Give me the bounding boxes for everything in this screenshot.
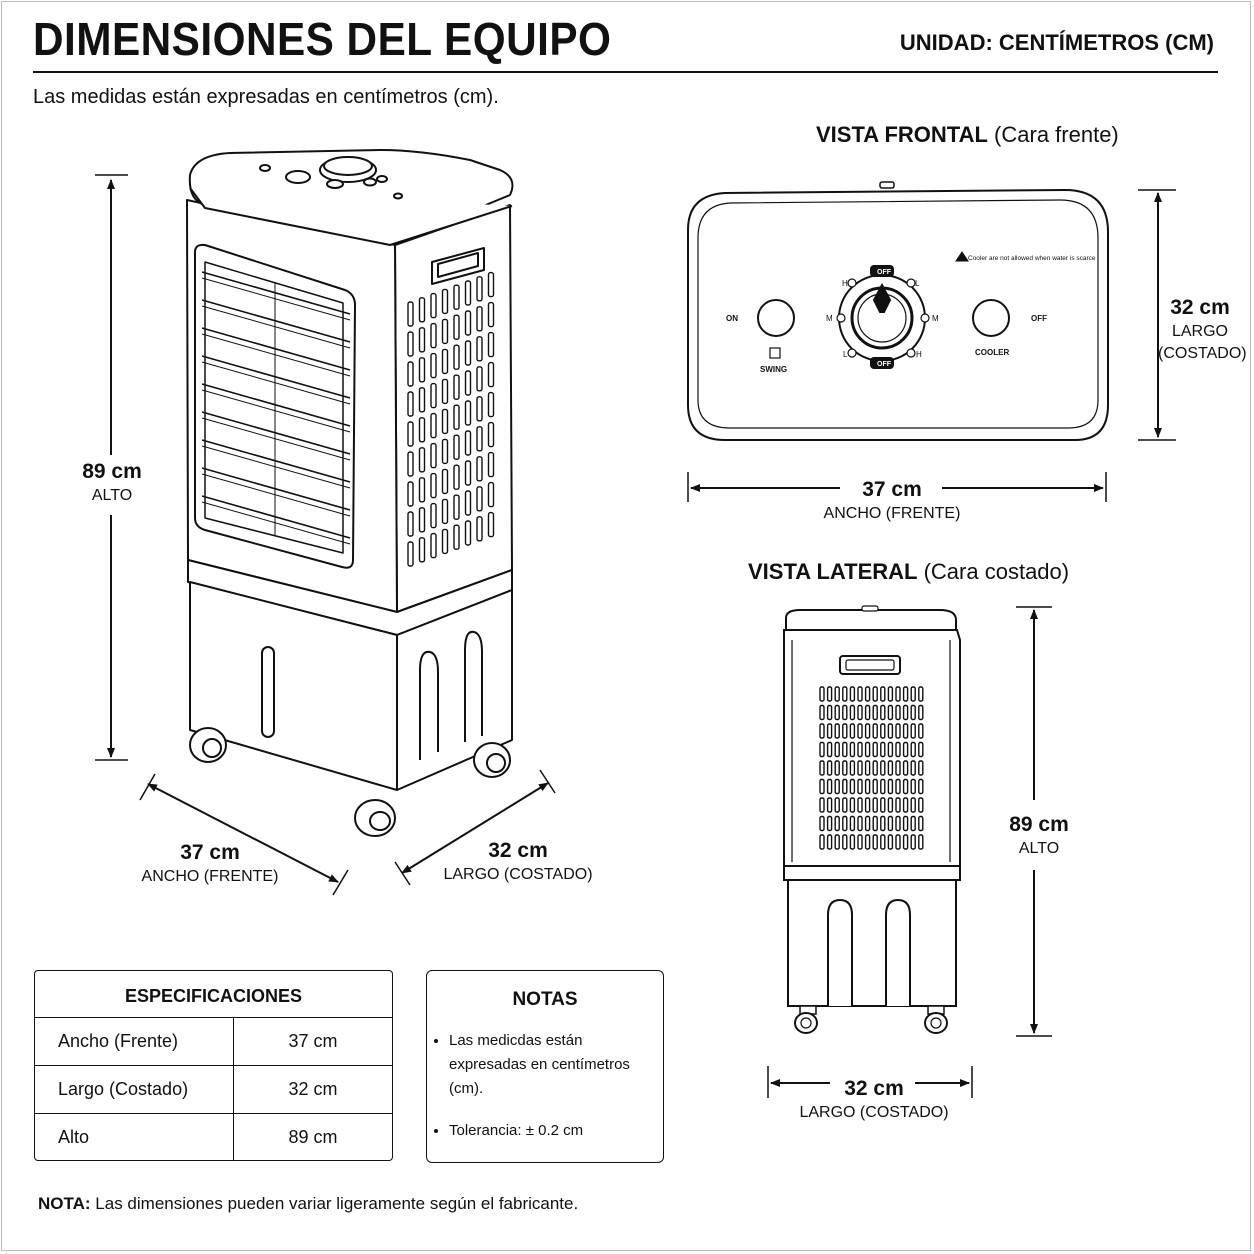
side-view-dimension-lines bbox=[767, 606, 1052, 1098]
side-view-title-rest: (Cara costado) bbox=[923, 559, 1070, 584]
page-title: DIMENSIONES DEL EQUIPO bbox=[33, 13, 612, 65]
table-row: Alto 89 cm bbox=[35, 1114, 392, 1161]
dial-h-top: H bbox=[842, 279, 848, 288]
front-view-panel-labels: OFF OFF H L M M L H ON OFF SWING COOLER … bbox=[726, 255, 1096, 374]
specifications-table: ESPECIFICACIONES Ancho (Frente) 37 cm La… bbox=[34, 970, 393, 1161]
title-divider bbox=[33, 71, 1218, 73]
front-height-dimension: 32 cm LARGO (COSTADO) bbox=[1158, 296, 1247, 363]
iso-dimension-lines bbox=[95, 174, 556, 896]
side-width-label: LARGO (COSTADO) bbox=[799, 1104, 949, 1121]
iso-width-label: ANCHO (FRENTE) bbox=[141, 868, 279, 885]
front-width-value: 37 cm bbox=[862, 478, 922, 501]
front-view-panel bbox=[687, 181, 1109, 441]
list-item: Las medicdas están expresadas en centíme… bbox=[449, 1029, 653, 1101]
table-row: Ancho (Frente) 37 cm bbox=[35, 1018, 392, 1066]
dial-off-bottom: OFF bbox=[877, 361, 892, 368]
spec-label: Alto bbox=[35, 1114, 234, 1161]
notes-title: NOTAS bbox=[512, 989, 578, 1010]
front-height-label-2: (COSTADO) bbox=[1158, 345, 1247, 362]
front-height-value: 32 cm bbox=[1170, 296, 1230, 319]
table-row: Largo (Costado) 32 cm bbox=[35, 1066, 392, 1114]
iso-depth-label: LARGO (COSTADO) bbox=[443, 866, 593, 883]
front-width-label: ANCHO (FRENTE) bbox=[823, 505, 961, 522]
footnote: NOTA: Las dimensiones pueden variar lige… bbox=[38, 1194, 578, 1214]
iso-depth-value: 32 cm bbox=[488, 839, 548, 862]
front-width-dimension: 37 cm ANCHO (FRENTE) bbox=[812, 478, 972, 523]
panel-warning: Cooler are not allowed when water is sca… bbox=[968, 255, 1096, 262]
front-view-title-rest: (Cara frente) bbox=[994, 122, 1119, 147]
iso-width-value: 37 cm bbox=[180, 841, 240, 864]
cooler-isometric-drawing bbox=[186, 149, 514, 837]
side-view-drawing bbox=[783, 605, 961, 1034]
dial-l-top: L bbox=[915, 279, 920, 288]
swing-label: SWING bbox=[760, 365, 787, 374]
side-height-value: 89 cm bbox=[1009, 813, 1069, 836]
cooler-isometric-louvers bbox=[201, 271, 351, 545]
front-view-title: VISTA FRONTAL (Cara frente) bbox=[816, 122, 1119, 148]
spec-label: Largo (Costado) bbox=[35, 1066, 234, 1113]
dial-m-left: M bbox=[826, 314, 833, 323]
cooler-label: COOLER bbox=[975, 348, 1009, 357]
spec-value: 37 cm bbox=[288, 1031, 338, 1051]
notes-list: Las medicdas están expresadas en centíme… bbox=[427, 1029, 663, 1143]
notes-box: NOTAS Las medicdas están expresadas en c… bbox=[426, 970, 664, 1163]
list-item: Tolerancia: ± 0.2 cm bbox=[449, 1119, 653, 1143]
front-view-title-bold: VISTA FRONTAL bbox=[816, 122, 988, 147]
footnote-bold: NOTA: bbox=[38, 1194, 91, 1213]
iso-height-value: 89 cm bbox=[82, 460, 142, 483]
spec-value: 89 cm bbox=[288, 1127, 338, 1147]
footnote-text: Las dimensiones pueden variar ligerament… bbox=[95, 1194, 579, 1213]
on-label: ON bbox=[726, 314, 738, 323]
iso-depth-dimension: 32 cm LARGO (COSTADO) bbox=[440, 839, 596, 884]
iso-width-dimension: 37 cm ANCHO (FRENTE) bbox=[140, 841, 280, 886]
off-right-label: OFF bbox=[1031, 314, 1047, 323]
front-view-dimension-lines bbox=[687, 189, 1176, 502]
side-view-grille bbox=[819, 686, 924, 850]
side-height-dimension: 89 cm ALTO bbox=[996, 813, 1082, 858]
iso-height-dimension: 89 cm ALTO bbox=[70, 460, 154, 505]
page-subtitle: Las medidas están expresadas en centímet… bbox=[33, 86, 499, 108]
side-view-title-bold: VISTA LATERAL bbox=[748, 559, 918, 584]
spec-label: Ancho (Frente) bbox=[35, 1018, 234, 1065]
side-width-value: 32 cm bbox=[844, 1077, 904, 1100]
side-height-label: ALTO bbox=[1018, 840, 1060, 857]
dial-m-right: M bbox=[932, 314, 939, 323]
side-width-dimension: 32 cm LARGO (COSTADO) bbox=[794, 1077, 954, 1122]
iso-height-label: ALTO bbox=[91, 487, 133, 504]
dial-h-bottom: H bbox=[916, 350, 922, 359]
specifications-title: ESPECIFICACIONES bbox=[35, 971, 392, 1018]
side-view-title: VISTA LATERAL (Cara costado) bbox=[748, 559, 1069, 585]
dial-off-top: OFF bbox=[877, 269, 892, 276]
spec-value: 32 cm bbox=[288, 1079, 338, 1099]
dial-l-bottom: L bbox=[843, 350, 848, 359]
unit-label: UNIDAD: CENTÍMETROS (CM) bbox=[899, 30, 1214, 55]
front-height-label-1: LARGO bbox=[1171, 323, 1228, 340]
cooler-isometric-grille bbox=[407, 271, 495, 567]
